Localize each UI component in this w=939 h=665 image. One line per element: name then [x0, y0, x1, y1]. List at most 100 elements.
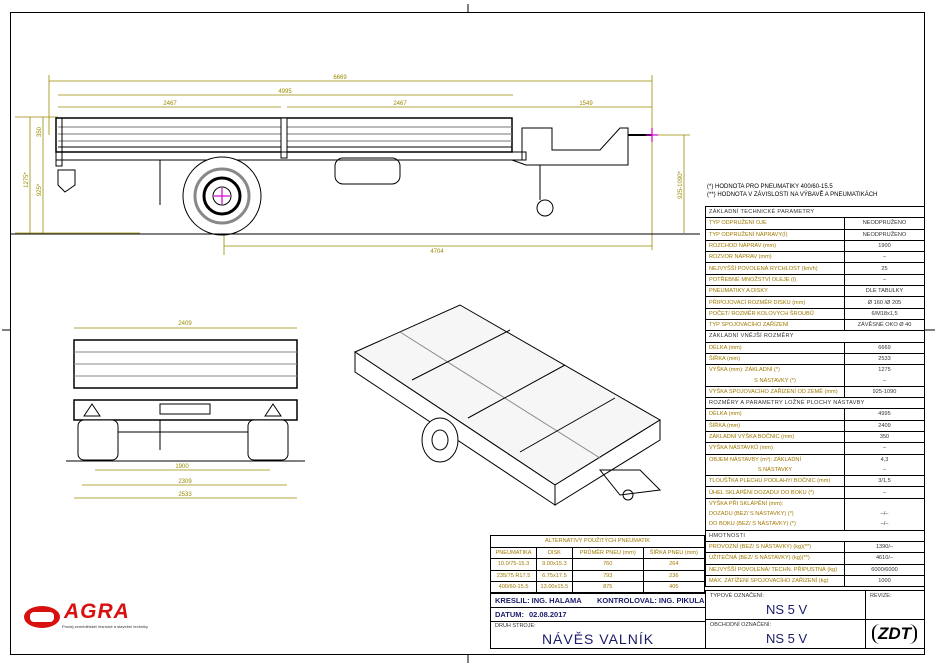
- cell: 760: [571, 558, 644, 571]
- dim-rear-bed-width: 2409: [178, 321, 192, 327]
- row-label: PŘIPOJOVACÍ ROZMĚR DISKU (mm): [705, 296, 845, 309]
- checked-by: KONTROLOVAL: ING. PIKULA: [597, 596, 705, 605]
- table-row: ŠÍŘKA (mm)2409: [705, 419, 925, 432]
- col-header: DISK: [536, 546, 573, 559]
- table-row: NEJVYŠŠÍ POVOLENÁ/ TECHN. PŘÍPUSTNÁ (kg)…: [705, 563, 925, 576]
- row-value: 6/M18x1,5: [844, 307, 925, 320]
- note-1: (*) HODNOTA PRO PNEUMATIKY 400/60-15.5: [707, 184, 833, 190]
- row-label: DÉLKA (mm): [705, 341, 845, 354]
- side-dimension-lines: [15, 75, 690, 255]
- revision-label: REVIZE:: [870, 593, 892, 599]
- zdt-logo: ZDT: [872, 624, 918, 644]
- trade-value: NS 5 V: [766, 631, 808, 646]
- row-value: Ø 160 /Ø 205: [844, 296, 925, 309]
- dim-hitch-height: 925-1090*: [678, 170, 684, 198]
- cell: 6.75x17.5: [536, 569, 573, 582]
- drawn-by-cell: KRESLIL: ING. HALAMA KONTROLOVAL: ING. P…: [490, 592, 706, 608]
- table-row: VÝŠKA NÁSTAVKŮ (mm)–: [705, 442, 925, 455]
- rear-view: 2409 1900 2309 2533: [66, 321, 305, 499]
- row-label: ŠÍŘKA (mm): [705, 419, 845, 432]
- dim-half2: 2467: [393, 101, 407, 107]
- col-header: PNEUMATIKA: [489, 546, 538, 559]
- type-label: TYPOVÉ OZNAČENÍ:: [710, 593, 764, 599]
- row-value: –/–: [844, 519, 925, 531]
- row-value: 1000: [844, 574, 925, 588]
- row-label: OBJEM NÁSTAVBY (m³): ZÁKLADNÍ: [705, 453, 845, 465]
- table-row: TYP ODPRUŽENÍ NÁPRAVY(Í)NEODPRUŽENO: [705, 228, 925, 241]
- tires-header-row: PNEUMATIKA DISK PRŮMĚR PNEU (mm) ŠÍŘKA P…: [489, 546, 706, 559]
- row-label: ROZCHOD NÁPRAV (mm): [705, 239, 845, 253]
- tires-title: ALTERNATIVY POUŽITÝCH PNEUMATIK: [490, 535, 705, 548]
- section-mass: HMOTNOSTI: [705, 529, 925, 542]
- section-outer: ZÁKLADNÍ VNĚJŠÍ ROZMĚRY: [705, 330, 925, 343]
- table-row: S NÁSTAVKY (*)–: [705, 375, 925, 387]
- dim-axle-to-hitch: 4704: [430, 249, 444, 255]
- table-row: ŠÍŘKA (mm)2533: [705, 352, 925, 366]
- technical-parameters-table: ZÁKLADNÍ TECHNICKÉ PARAMETRY TYP ODPRUŽE…: [705, 205, 925, 588]
- row-value: 1900: [844, 239, 925, 253]
- table-row: PROVOZNÍ (BEZ/ S NÁSTAVKY) (kg)(**)1390/…: [705, 540, 925, 554]
- dim-side-height: 350: [37, 126, 43, 137]
- cell: 236: [642, 569, 706, 582]
- row-label: DÉLKA (mm): [705, 408, 845, 421]
- cell: 793: [571, 569, 644, 582]
- row-value: 25: [844, 262, 925, 275]
- row-value: 350: [844, 430, 925, 444]
- type-cell: TYPOVÉ OZNAČENÍ: NS 5 V: [705, 590, 866, 620]
- machine-name: NÁVĚS VALNÍK: [541, 631, 655, 647]
- row-label: TLOUŠŤKA PLECHU PODLAHY/ BOČNIC (mm): [705, 475, 845, 488]
- row-label: PROVOZNÍ (BEZ/ S NÁSTAVKY) (kg)(**): [705, 540, 845, 554]
- row-value: –: [844, 442, 925, 455]
- dim-total-height: 1275*: [24, 171, 30, 187]
- date-cell: DATUM: 02.08.2017: [490, 607, 706, 622]
- row-value: ZÁVĚSNÉ OKO Ø 40: [844, 318, 925, 332]
- row-label: DO BOKU (BEZ/ S NÁSTAVKY) (*): [705, 519, 845, 531]
- row-value: 6000/6000: [844, 563, 925, 576]
- cell: 10.0/75-15.3: [489, 558, 538, 571]
- rear-trailer-body: [73, 339, 298, 461]
- table-row: ROZVOR NÁPRAV (mm)–: [705, 251, 925, 264]
- table-row: TLOUŠŤKA PLECHU PODLAHY/ BOČNIC (mm)3/1,…: [705, 475, 925, 488]
- table-row: VÝŠKA SPOJOVACÍHO ZAŘÍZENÍ OD ZEMĚ (mm)9…: [705, 385, 925, 399]
- row-value: –/–: [844, 509, 925, 520]
- dim-drawbar: 1549: [579, 101, 593, 107]
- agra-tagline: Prodej zemědělské/ lesnické a stavební t…: [62, 624, 149, 629]
- row-value: NEODPRUŽENO: [844, 217, 925, 230]
- revision-cell: REVIZE:: [865, 590, 925, 620]
- machine-label: DRUH STROJE:: [495, 623, 536, 629]
- table-row: DO BOKU (BEZ/ S NÁSTAVKY) (*)–/–: [705, 519, 925, 531]
- notes: (*) HODNOTA PRO PNEUMATIKY 400/60-15.5 (…: [707, 183, 877, 199]
- cell: 235/75 R17.5: [489, 569, 538, 582]
- frame-ticks: [2, 4, 935, 663]
- row-value: 2409: [844, 419, 925, 432]
- row-value: –: [844, 464, 925, 477]
- row-label: TYP ODPRUŽENÍ OJE: [705, 217, 845, 230]
- center-marks: [214, 128, 658, 204]
- table-row: UŽITEČNÁ (BEZ/ S NÁSTAVKY) (kg)(**)4610/…: [705, 552, 925, 565]
- row-label: S NÁSTAVKY (*): [705, 375, 845, 387]
- table-row: POTŘEBNÉ MNOŽSTVÍ OLEJE (l)–: [705, 273, 925, 287]
- dim-rear-inner: 2309: [178, 479, 192, 485]
- row-label: MAX. ZATÍŽENÍ SPOJOVACÍHO ZAŘÍZENÍ (kg): [705, 574, 845, 588]
- row-value: NEODPRUŽENO: [844, 228, 925, 241]
- row-value: 1275: [844, 364, 925, 376]
- row-value: DLE TABULKY: [844, 285, 925, 298]
- agra-logo-text: AGRA: [64, 600, 130, 623]
- row-label: VÝŠKA PŘI SKLÁPĚNÍ (mm):: [705, 497, 845, 510]
- dim-overall-length: 6669: [333, 75, 347, 81]
- date-value: 02.08.2017: [529, 610, 567, 619]
- table-row: ÚHEL SKLÁPĚNÍ DOZADU/ DO BOKU (*)–: [705, 486, 925, 499]
- row-value-empty: [844, 497, 925, 510]
- rear-dimension-lines: [74, 327, 297, 499]
- row-value: 6669: [844, 341, 925, 354]
- trade-cell: OBCHODNÍ OZNAČENÍ: NS 5 V: [705, 619, 866, 649]
- note-2: (**) HODNOTA V ZÁVISLOSTI NA VÝBAVĚ A PN…: [707, 192, 878, 198]
- dim-rear-total: 2533: [178, 492, 192, 498]
- table-row: VÝŠKA (mm): ZÁKLADNÍ (*)1275: [705, 364, 925, 376]
